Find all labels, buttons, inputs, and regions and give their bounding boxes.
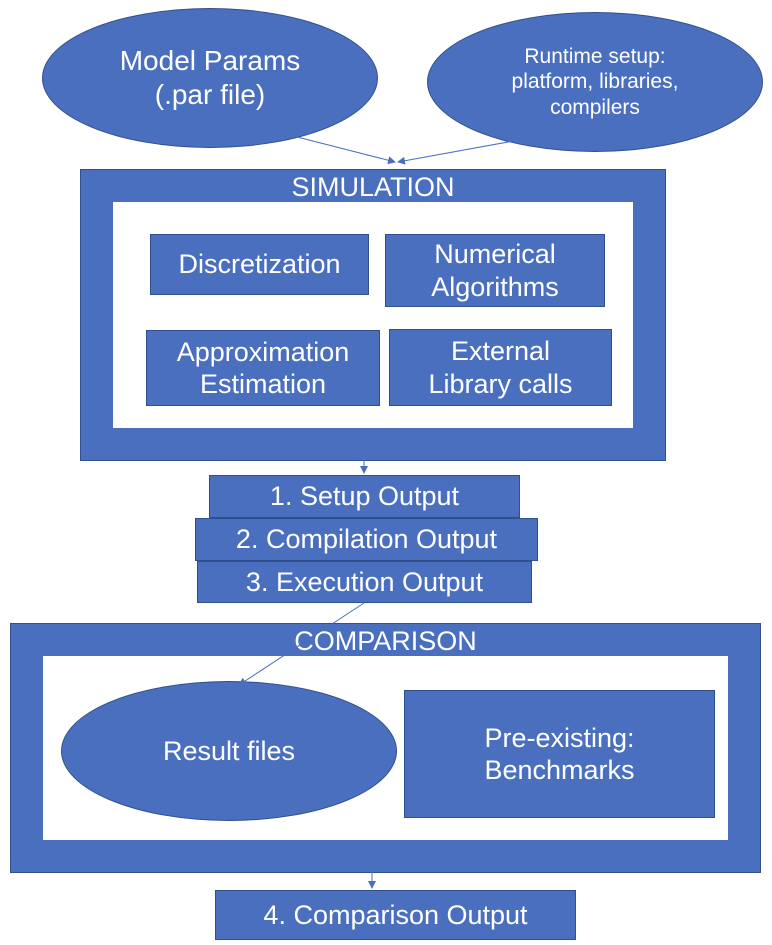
- benchmarks-block: Pre-existing: Benchmarks: [404, 690, 715, 818]
- model-params-label: Model Params (.par file): [119, 45, 301, 110]
- execution-output-label: 3. Execution Output: [245, 566, 484, 597]
- runtime-setup-label: Runtime setup: platform, libraries, comp…: [511, 45, 679, 119]
- approximation-block: Approximation Estimation: [146, 330, 380, 406]
- result-files-node: Result files: [61, 681, 397, 821]
- numerical-algorithms-block: Numerical Algorithms: [385, 234, 605, 307]
- runtime-setup-node: Runtime setup: platform, libraries, comp…: [427, 12, 763, 152]
- comparison-title: COMPARISON: [294, 625, 477, 656]
- simulation-frame: [80, 169, 666, 461]
- external-library-block: External Library calls: [389, 329, 612, 406]
- compilation-output-box: 2. Compilation Output: [195, 518, 538, 561]
- discretization-label: Discretization: [178, 249, 341, 280]
- result-files-label: Result files: [162, 735, 296, 766]
- setup-output-box: 1. Setup Output: [209, 475, 520, 518]
- comparison-output-label: 4. Comparison Output: [263, 899, 528, 930]
- setup-output-label: 1. Setup Output: [269, 481, 460, 512]
- discretization-block: Discretization: [150, 234, 369, 295]
- compilation-output-label: 2. Compilation Output: [235, 524, 498, 555]
- comparison-output-box: 4. Comparison Output: [215, 890, 576, 940]
- model-params-node: Model Params (.par file): [42, 8, 378, 148]
- simulation-title: SIMULATION: [291, 171, 455, 202]
- approximation-label: Approximation Estimation: [176, 336, 350, 399]
- numerical-algorithms-label: Numerical Algorithms: [431, 239, 559, 302]
- benchmarks-label: Pre-existing: Benchmarks: [484, 722, 635, 785]
- external-library-label: External Library calls: [428, 336, 573, 399]
- execution-output-box: 3. Execution Output: [197, 561, 532, 603]
